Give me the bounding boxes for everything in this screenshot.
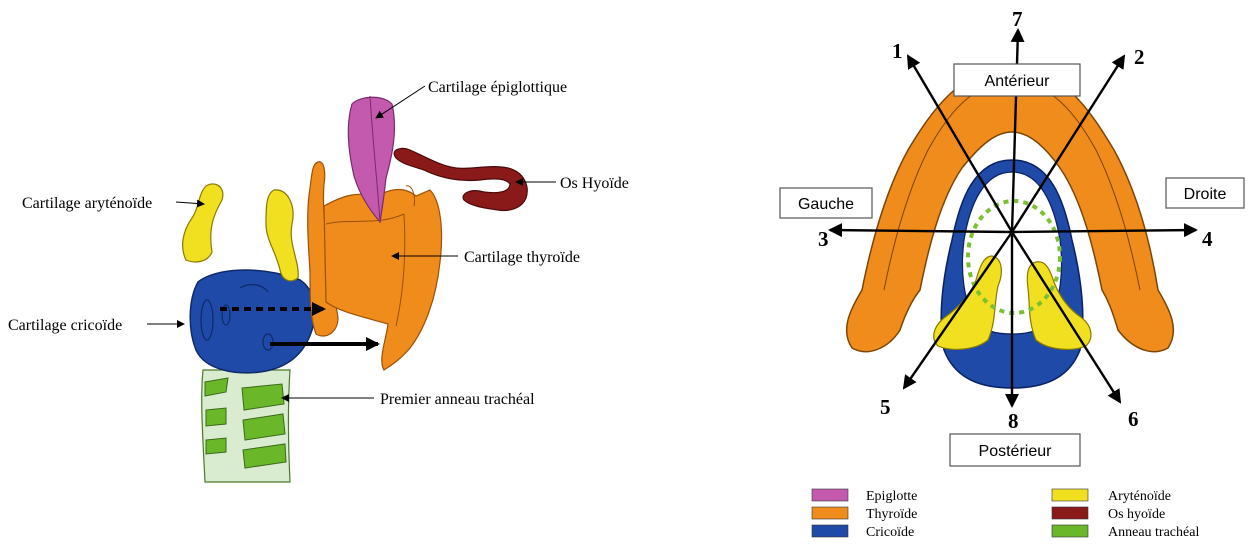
label-cricoid: Cartilage cricoïde: [8, 317, 122, 334]
superior-view: 1 2 3 4 5 6 7 8 Antérieur Gauche Droite …: [780, 7, 1244, 540]
arytenoid-right: [266, 190, 298, 281]
legend-swatch-thyroide: [812, 507, 848, 519]
direction-left-label: Gauche: [798, 196, 854, 213]
axis-number-7: 7: [1012, 7, 1023, 31]
direction-right-label: Droite: [1184, 186, 1227, 203]
direction-left: Gauche: [780, 188, 872, 218]
legend-label-epiglotte: Epiglotte: [866, 489, 917, 504]
legend: Epiglotte Thyroïde Cricoïde Aryténoïde O…: [812, 489, 1199, 540]
legend-label-os-hyoide: Os hyoïde: [1108, 507, 1165, 522]
legend-swatch-arytenoide: [1052, 489, 1088, 501]
legend-swatch-anneau-tracheal: [1052, 525, 1088, 537]
legend-label-thyroide: Thyroïde: [866, 507, 917, 522]
label-hyoid: Os Hyoïde: [560, 175, 629, 192]
label-thyroid: Cartilage thyroïde: [464, 249, 580, 266]
cricoid-cartilage: [190, 270, 315, 373]
axis-number-6: 6: [1128, 407, 1139, 431]
legend-label-cricoide: Cricoïde: [866, 525, 914, 540]
legend-label-anneau-tracheal: Anneau trachéal: [1108, 525, 1199, 540]
legend-label-arytenoide: Aryténoïde: [1108, 489, 1171, 504]
axis-number-8: 8: [1008, 409, 1019, 433]
axis-number-5: 5: [880, 395, 891, 419]
legend-swatch-os-hyoide: [1052, 507, 1088, 519]
arytenoid-left: [183, 184, 223, 262]
trachea: [202, 370, 290, 482]
axis-number-1: 1: [892, 39, 903, 63]
legend-swatch-cricoide: [812, 525, 848, 537]
direction-posterior-label: Postérieur: [979, 443, 1053, 460]
direction-posterior: Postérieur: [950, 434, 1080, 466]
axis-number-4: 4: [1202, 227, 1213, 251]
direction-anterior-label: Antérieur: [985, 73, 1051, 90]
label-arytenoid: Cartilage aryténoïde: [22, 195, 152, 212]
axis-number-2: 2: [1134, 45, 1145, 69]
lateral-view: Cartilage épiglottique Os Hyoïde Cartila…: [8, 79, 629, 482]
axis-number-3: 3: [818, 227, 829, 251]
label-tracheal: Premier anneau trachéal: [380, 391, 535, 408]
label-epiglottic: Cartilage épiglottique: [428, 79, 567, 96]
direction-anterior: Antérieur: [954, 64, 1080, 96]
legend-swatch-epiglotte: [812, 489, 848, 501]
direction-right: Droite: [1166, 178, 1244, 208]
